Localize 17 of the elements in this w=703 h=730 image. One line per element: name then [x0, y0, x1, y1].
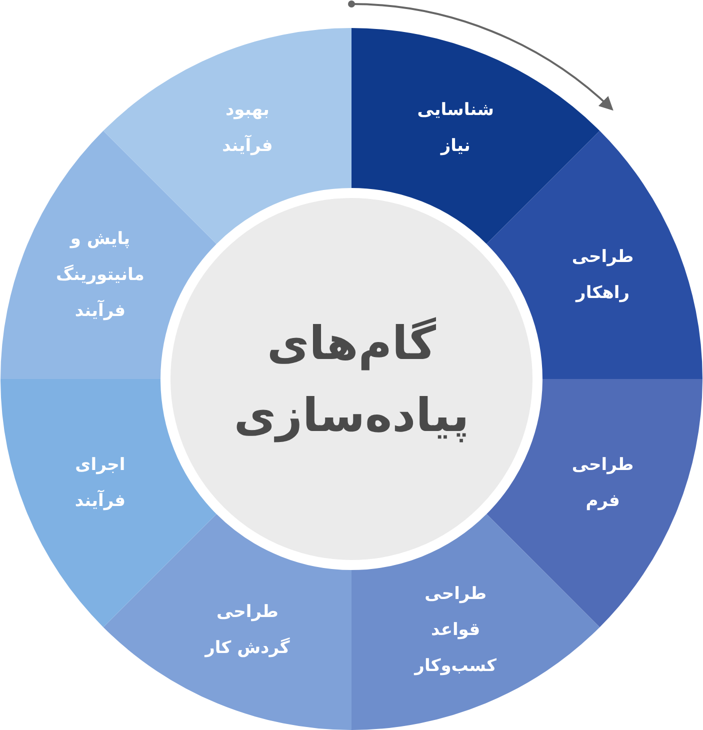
segment-label: طراحی راهکار	[572, 246, 634, 305]
segment-label: طراحی قواعد کسب‌وکار	[414, 583, 496, 678]
center-circle	[160, 188, 542, 570]
segment-label: شناسایی نیاز	[417, 98, 494, 158]
segment-label: اجرای فرآیند	[74, 454, 126, 514]
segment-label: طراحی فرم	[572, 454, 634, 514]
ring-segment	[486, 379, 702, 628]
ring-segment	[0, 130, 218, 379]
center-title: گام‌های پیاده‌سازی	[232, 315, 470, 444]
ring-segment	[486, 130, 702, 379]
ring-segment	[103, 513, 352, 730]
ring-segment	[352, 28, 600, 245]
segment-label: بهبود فرآیند	[222, 98, 273, 158]
ring-segment	[0, 379, 218, 628]
segment-label: طراحی گردش کار	[203, 601, 291, 660]
segment-label: پایش و مانیتورینگ فرآیند	[55, 228, 146, 323]
ring-segment	[352, 513, 600, 730]
